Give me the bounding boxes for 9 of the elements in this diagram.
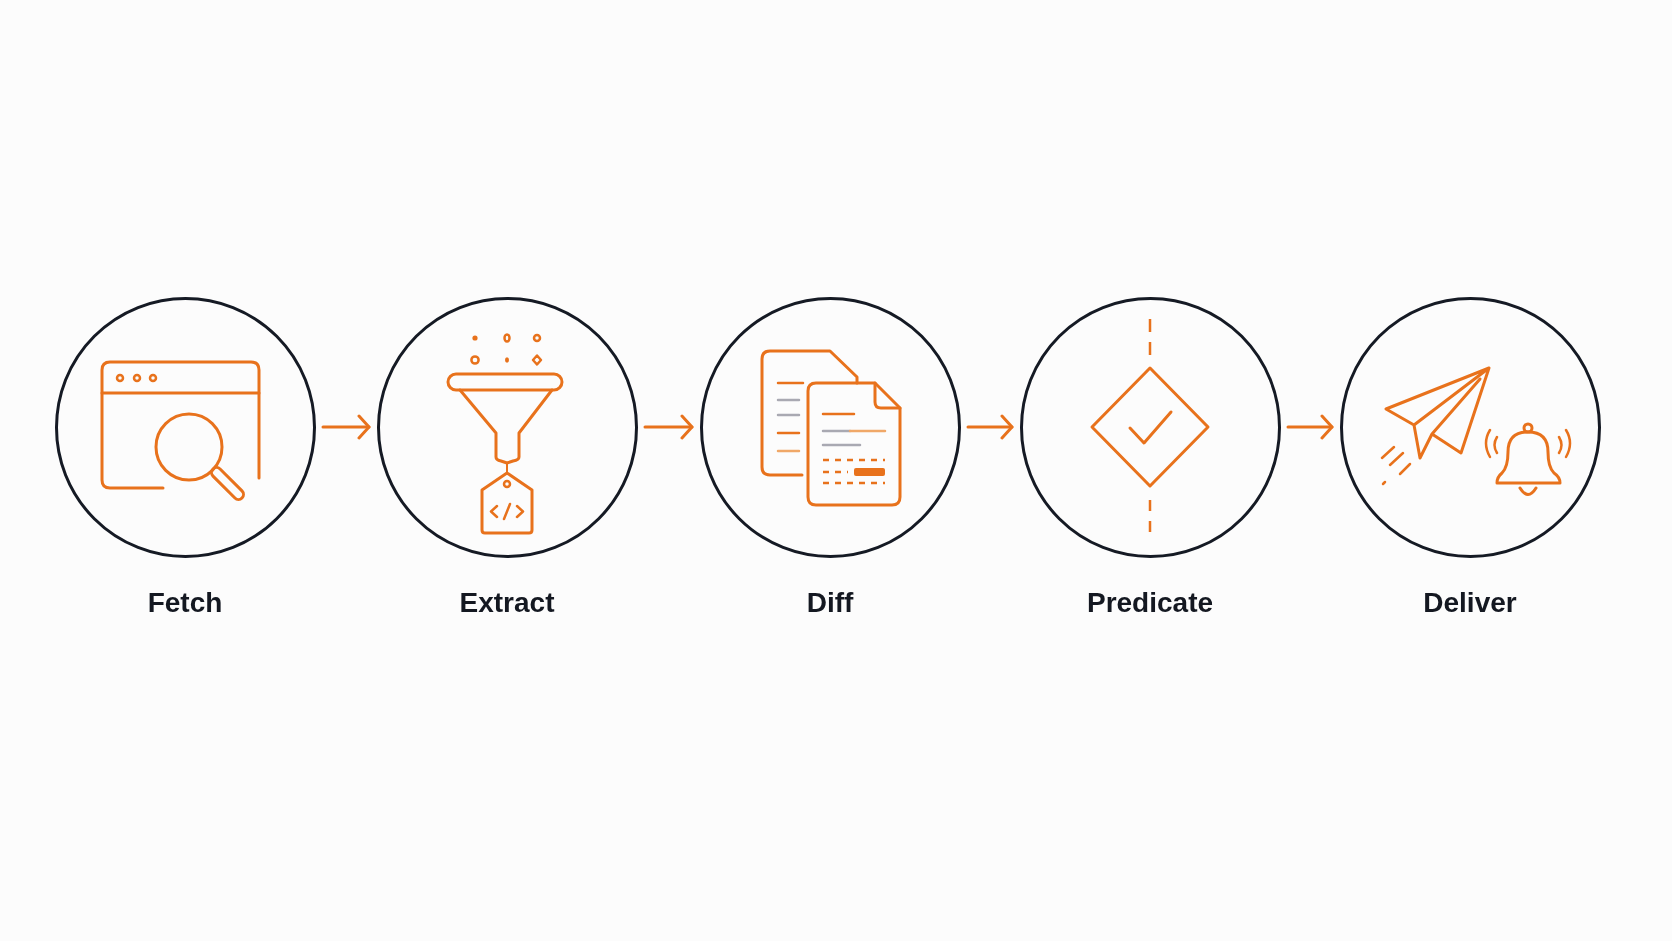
step-label: Diff bbox=[806, 586, 854, 619]
step-label: Predicate bbox=[1086, 586, 1214, 619]
step-label: Extract bbox=[459, 586, 555, 619]
arrow bbox=[966, 414, 1014, 440]
step-label: Fetch bbox=[147, 586, 223, 619]
arrow bbox=[643, 414, 694, 440]
arrow bbox=[321, 414, 371, 440]
arrow bbox=[1286, 414, 1334, 440]
step-label: Deliver bbox=[1423, 586, 1517, 619]
